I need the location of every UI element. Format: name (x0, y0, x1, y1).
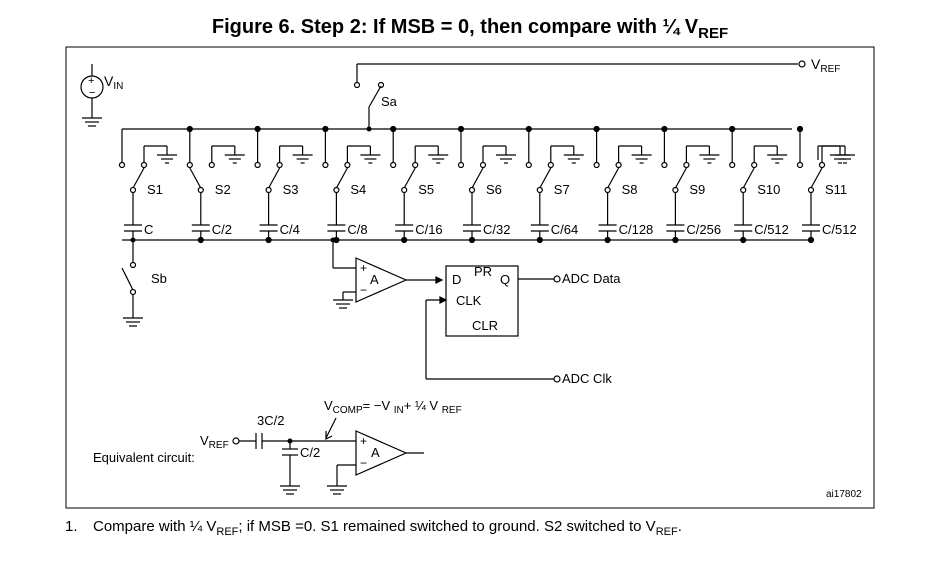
ff-d-label: D (452, 272, 461, 287)
switch-blade-6 (471, 167, 484, 189)
switch-label-11: S11 (825, 182, 847, 197)
switch-blade-11 (810, 167, 823, 189)
switch-blade-2 (189, 167, 202, 189)
flip-flop-box (445, 265, 519, 337)
capacitor-label-4: C/8 (347, 222, 367, 237)
switch-label-1: S1 (147, 182, 163, 197)
figure-ref-id: ai17802 (826, 489, 862, 500)
sa-label: Sa (381, 94, 398, 109)
comparator-triangle (355, 257, 408, 303)
figure-title: Figure 6. Step 2: If MSB = 0, then compa… (211, 16, 729, 42)
adc-clk-label: ADC Clk (562, 371, 612, 386)
capacitor-label-8: C/128 (619, 222, 654, 237)
switch-label-4: S4 (350, 182, 366, 197)
adc-data-label: ADC Data (562, 271, 621, 286)
switch-label-5: S5 (418, 182, 434, 197)
switch-column-5 (390, 125, 449, 244)
shunt-cap-label: C/2 (300, 445, 320, 460)
switch-blade-1 (132, 167, 145, 189)
vref-label: VREF (811, 56, 840, 75)
switch-column-8 (593, 125, 652, 244)
ff-clk-label: CLK (456, 293, 482, 308)
switch-label-6: S6 (486, 182, 502, 197)
switch-capacitor-array (118, 125, 855, 244)
capacitor-label-3: C/4 (280, 222, 300, 237)
sb-label: Sb (151, 271, 167, 286)
ff-pr-label: PR (474, 264, 492, 279)
switch-blade-5 (403, 167, 416, 189)
comparator-label: A (370, 272, 379, 287)
equivalent-circuit-label: Equivalent circuit: (93, 450, 195, 465)
switch-column-10 (729, 125, 788, 244)
switch-column-6 (457, 125, 516, 244)
sb-switch-blade (121, 267, 134, 291)
capacitor-label-11: C/512 (822, 222, 857, 237)
switch-label-8: S8 (622, 182, 638, 197)
switch-column-11 (796, 125, 855, 244)
capacitor-label-2: C/2 (212, 222, 232, 237)
equivalent-comparator-triangle (355, 430, 408, 476)
equiv-minus-sign: − (360, 456, 367, 470)
switch-blade-4 (335, 167, 348, 189)
vcomp-label: VCOMP= −V IN+ ¼ V REF (324, 398, 462, 416)
switch-column-2 (186, 125, 245, 244)
vin-label: VIN (104, 73, 123, 92)
capacitor-label-5: C/16 (415, 222, 442, 237)
comparator-plus-sign: + (360, 261, 367, 275)
ff-q-label: Q (500, 272, 510, 287)
capacitor-label-6: C/32 (483, 222, 510, 237)
switch-column-9 (661, 125, 720, 244)
switch-label-9: S9 (689, 182, 705, 197)
switch-blade-8 (607, 167, 620, 189)
switch-blade-10 (742, 167, 755, 189)
switch-column-7 (525, 125, 584, 244)
capacitor-label-7: C/64 (551, 222, 578, 237)
capacitor-label-9: C/256 (686, 222, 721, 237)
switch-column-3 (254, 125, 313, 244)
switch-capacitor-labels: S1C S2C/2 S3C/4 S4C/8 S5C/16 S6C/32 S7C/64 S8C/… (144, 182, 857, 237)
diagram-frame (65, 46, 875, 509)
switch-label-2: S2 (215, 182, 231, 197)
switch-label-10: S10 (757, 182, 780, 197)
vin-minus-sign: − (89, 87, 95, 99)
switch-column-1 (118, 129, 177, 240)
switch-label-3: S3 (283, 182, 299, 197)
comparator-minus-sign: − (360, 283, 367, 297)
capacitor-label-1: C (144, 222, 153, 237)
equiv-plus-sign: + (360, 434, 367, 448)
series-cap-label: 3C/2 (257, 413, 284, 428)
equiv-vref-label: VREF (200, 433, 229, 451)
switch-blade-9 (674, 167, 687, 189)
switch-column-4 (322, 125, 381, 244)
footnote: 1.Compare with ¼ VREF; if MSB =0. S1 rem… (65, 518, 682, 538)
switch-label-7: S7 (554, 182, 570, 197)
ff-clr-label: CLR (472, 318, 498, 333)
sa-switch-blade (368, 85, 382, 108)
vin-plus-sign: + (88, 75, 94, 87)
switch-blade-3 (268, 167, 281, 189)
equiv-comparator-label: A (371, 445, 380, 460)
switch-blade-7 (539, 167, 552, 189)
capacitor-label-10: C/512 (754, 222, 789, 237)
